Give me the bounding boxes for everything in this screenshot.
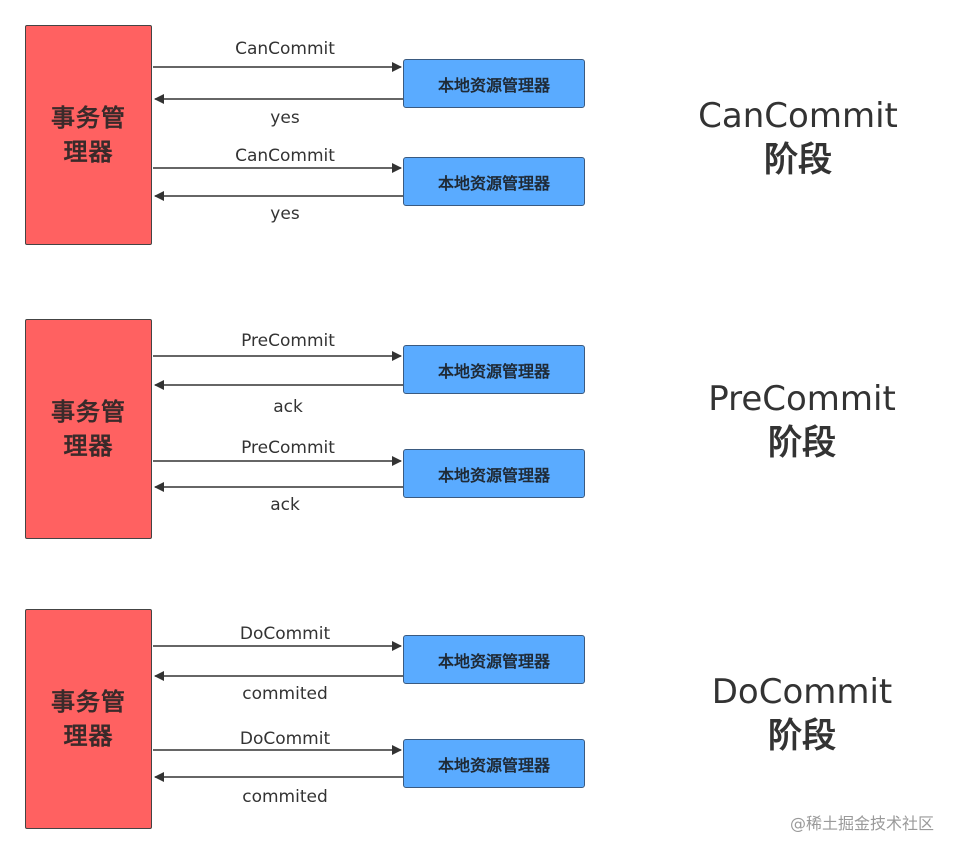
- request-message-label: CanCommit: [235, 146, 335, 166]
- resource-manager-label: 本地资源管理器: [437, 361, 550, 381]
- phase-name: CanCommit: [698, 96, 898, 136]
- response-message-label: yes: [270, 108, 300, 128]
- resource-manager-label: 本地资源管理器: [437, 173, 550, 193]
- resource-manager-box: 本地资源管理器: [403, 345, 585, 394]
- phase-suffix: 阶段: [764, 140, 832, 180]
- transaction-manager-box: 事务管理器: [25, 609, 152, 829]
- phase-name: PreCommit: [708, 379, 896, 419]
- request-message-label: PreCommit: [241, 331, 335, 351]
- resource-manager-label: 本地资源管理器: [437, 755, 550, 775]
- resource-manager-label: 本地资源管理器: [437, 75, 550, 95]
- phase-suffix: 阶段: [768, 716, 836, 756]
- response-message-label: yes: [270, 204, 300, 224]
- phase-title: DoCommit 阶段: [672, 670, 932, 758]
- resource-manager-label: 本地资源管理器: [437, 465, 550, 485]
- request-message-label: CanCommit: [235, 39, 335, 59]
- request-message-label: PreCommit: [241, 438, 335, 458]
- phase-title: CanCommit 阶段: [668, 94, 928, 182]
- transaction-manager-label: 事务管理器: [51, 104, 126, 166]
- request-message-label: DoCommit: [239, 624, 331, 644]
- phase-name: DoCommit: [711, 672, 893, 712]
- transaction-manager-label: 事务管理器: [51, 688, 126, 750]
- response-message-label: commited: [242, 684, 328, 704]
- transaction-manager-box: 事务管理器: [25, 25, 152, 245]
- transaction-manager-label: 事务管理器: [51, 398, 126, 460]
- request-message-label: DoCommit: [239, 729, 331, 749]
- transaction-manager-box: 事务管理器: [25, 319, 152, 539]
- response-message-label: commited: [242, 787, 328, 807]
- resource-manager-label: 本地资源管理器: [437, 651, 550, 671]
- resource-manager-box: 本地资源管理器: [403, 157, 585, 206]
- response-message-label: ack: [270, 495, 300, 515]
- resource-manager-box: 本地资源管理器: [403, 59, 585, 108]
- resource-manager-box: 本地资源管理器: [403, 449, 585, 498]
- watermark: @稀土掘金技术社区: [789, 814, 934, 833]
- resource-manager-box: 本地资源管理器: [403, 739, 585, 788]
- response-message-label: ack: [273, 397, 303, 417]
- resource-manager-box: 本地资源管理器: [403, 635, 585, 684]
- phase-suffix: 阶段: [768, 423, 836, 463]
- phase-title: PreCommit 阶段: [672, 377, 932, 465]
